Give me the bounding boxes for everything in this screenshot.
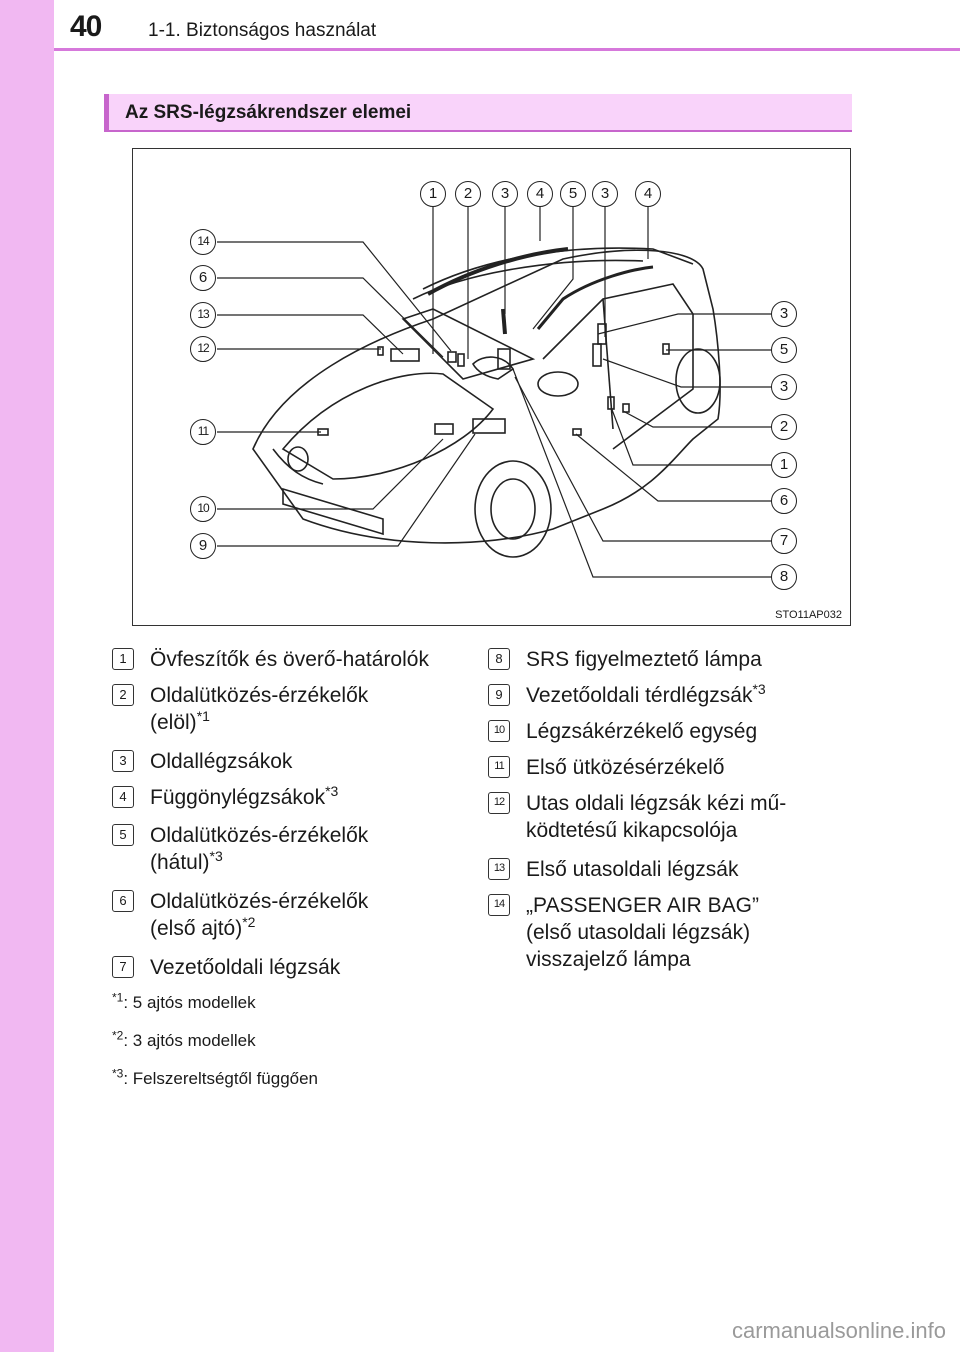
legend-text: Légzsákérzékelő egység <box>526 720 758 743</box>
legend-text: Utas oldali légzsák kézi mű-ködtetésű ki… <box>526 792 787 842</box>
legend-text: Első ütközésérzékelő <box>526 756 725 779</box>
legend-text: Függönylégzsákok <box>150 786 326 809</box>
legend-number: 7 <box>112 956 134 978</box>
section-heading: Az SRS-légzsákrendszer elemei <box>104 94 852 132</box>
callout-left-11: 11 <box>190 419 216 445</box>
car-illustration <box>217 199 773 578</box>
callout-top-7: 4 <box>635 181 661 207</box>
legend-sup: *2 <box>242 914 256 930</box>
callout-top-5: 5 <box>560 181 586 207</box>
legend-text: SRS figyelmeztető lámpa <box>526 648 762 671</box>
legend-number: 6 <box>112 890 134 912</box>
callout-top-6: 3 <box>592 181 618 207</box>
callout-left-10: 10 <box>190 496 216 522</box>
legend-text: Oldalütközés-érzékelők (elöl) <box>150 684 369 734</box>
side-stripe <box>0 0 54 1352</box>
section-title: Az SRS-légzsákrendszer elemei <box>125 102 412 123</box>
callout-left-13: 13 <box>190 302 216 328</box>
legend-number: 1 <box>112 648 134 670</box>
footnote-text: : 5 ajtós modellek <box>123 993 256 1012</box>
page-number: 40 <box>70 10 102 43</box>
legend-text: Első utasoldali légzsák <box>526 858 739 881</box>
legend-right: 8 SRS figyelmeztető lámpa 9 Vezetőoldali… <box>488 648 848 988</box>
legend-number: 12 <box>488 792 510 814</box>
footnote-text: : Felszereltségtől függően <box>123 1069 319 1088</box>
legend-sup: *3 <box>752 681 766 697</box>
legend-text: Vezetőoldali légzsák <box>150 956 341 979</box>
legend-number: 4 <box>112 786 134 808</box>
legend-number: 2 <box>112 684 134 706</box>
legend-number: 9 <box>488 684 510 706</box>
callout-left-6: 6 <box>190 265 216 291</box>
footnote-text: : 3 ajtós modellek <box>123 1031 256 1050</box>
chapter-title: 1-1. Biztonságos használat <box>148 20 377 41</box>
legend-sup: *3 <box>325 783 339 799</box>
footnote-3: *3: Felszereltségtől függően <box>112 1066 319 1089</box>
callout-right-7: 7 <box>771 528 797 554</box>
callout-right-3b: 3 <box>771 374 797 400</box>
callout-left-12: 12 <box>190 336 216 362</box>
callout-right-6: 6 <box>771 488 797 514</box>
legend-number: 11 <box>488 756 510 778</box>
callout-right-5: 5 <box>771 337 797 363</box>
legend-text: „PASSENGER AIR BAG” (első utasoldali lég… <box>526 894 759 971</box>
legend-number: 3 <box>112 750 134 772</box>
callout-right-1: 1 <box>771 452 797 478</box>
legend-sup: *3 <box>209 848 223 864</box>
watermark: carmanualsonline.info <box>731 1318 946 1343</box>
callout-top-2: 2 <box>455 181 481 207</box>
legend-sup: *1 <box>196 708 210 724</box>
legend-number: 8 <box>488 648 510 670</box>
callout-left-14: 14 <box>190 229 216 255</box>
callout-top-1: 1 <box>420 181 446 207</box>
footnote-mark: *1 <box>112 990 124 1005</box>
callout-right-2: 2 <box>771 414 797 440</box>
legend-text: Oldalütközés-érzékelők (hátul) <box>150 824 369 874</box>
legend-number: 10 <box>488 720 510 742</box>
legend-left: 1 Övfeszítők és överő-határolók 2 Oldalü… <box>112 648 482 988</box>
callout-right-8: 8 <box>771 564 797 590</box>
footnote-mark: *3 <box>112 1066 124 1081</box>
legend-text: Oldallégzsákok <box>150 750 293 773</box>
footnote-mark: *2 <box>112 1028 124 1043</box>
header-rule <box>54 48 960 51</box>
legend-text: Oldalütközés-érzékelők (első ajtó) <box>150 890 369 940</box>
footnote-1: *1: 5 ajtós modellek <box>112 990 256 1013</box>
legend-number: 14 <box>488 894 510 916</box>
legend-number: 13 <box>488 858 510 880</box>
callout-top-4: 4 <box>527 181 553 207</box>
legend-text: Övfeszítők és överő-határolók <box>150 648 429 671</box>
callout-left-9: 9 <box>190 533 216 559</box>
airbag-diagram: 1 2 3 4 5 3 4 14 6 13 12 11 10 9 3 5 3 2… <box>132 148 851 626</box>
callout-right-3a: 3 <box>771 301 797 327</box>
legend-number: 5 <box>112 824 134 846</box>
footnote-2: *2: 3 ajtós modellek <box>112 1028 256 1051</box>
legend-text: Vezetőoldali térdlégzsák <box>526 684 753 707</box>
callout-top-3: 3 <box>492 181 518 207</box>
figure-code: STO11AP032 <box>775 609 842 621</box>
